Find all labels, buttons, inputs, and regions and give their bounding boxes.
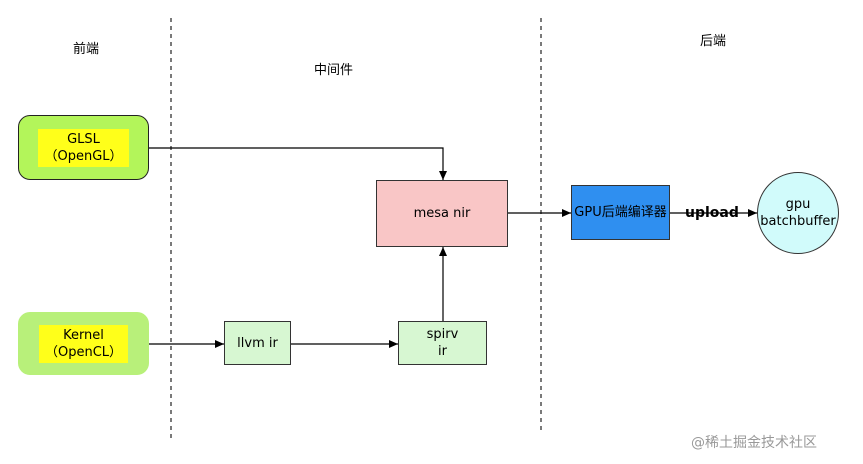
glsl-source-api: （OpenGL）	[44, 148, 123, 164]
mesa-nir-node: mesa nir	[376, 180, 508, 247]
gpu-batchbuffer-label-line1: gpu	[785, 197, 811, 212]
kernel-source-name: Kernel	[63, 327, 104, 343]
glsl-source-node: GLSL （OpenGL）	[18, 115, 149, 180]
edge-glsl-to-mesa-nir	[149, 147, 447, 180]
llvm-ir-label: llvm ir	[237, 335, 278, 351]
glsl-source-highlight: GLSL （OpenGL）	[38, 128, 129, 167]
gpu-backend-compiler-node: GPU后端编译器	[571, 185, 670, 240]
lane-title-backend: 后端	[700, 34, 727, 49]
gpu-batchbuffer-label-line2: batchbuffer	[760, 214, 836, 229]
kernel-source-api: （OpenCL）	[44, 344, 123, 360]
glsl-source-name: GLSL	[67, 131, 100, 147]
gpu-batchbuffer-node: gpu batchbuffer	[757, 172, 839, 254]
kernel-source-highlight: Kernel （OpenCL）	[38, 324, 129, 363]
mesa-nir-label: mesa nir	[413, 206, 471, 221]
spirv-ir-label-line1: spirv	[426, 327, 459, 342]
upload-edge-label: upload	[685, 205, 739, 221]
spirv-ir-label-line2: ir	[438, 344, 447, 359]
lane-title-middleware: 中间件	[314, 63, 354, 78]
spirv-ir-node: spirv ir	[398, 321, 487, 365]
watermark-text: @稀土掘金技术社区	[691, 435, 817, 451]
lane-title-frontend: 前端	[73, 42, 100, 57]
kernel-source-node: Kernel （OpenCL）	[18, 312, 149, 375]
gpu-backend-compiler-label: GPU后端编译器	[574, 205, 667, 220]
llvm-ir-node: llvm ir	[224, 321, 291, 365]
